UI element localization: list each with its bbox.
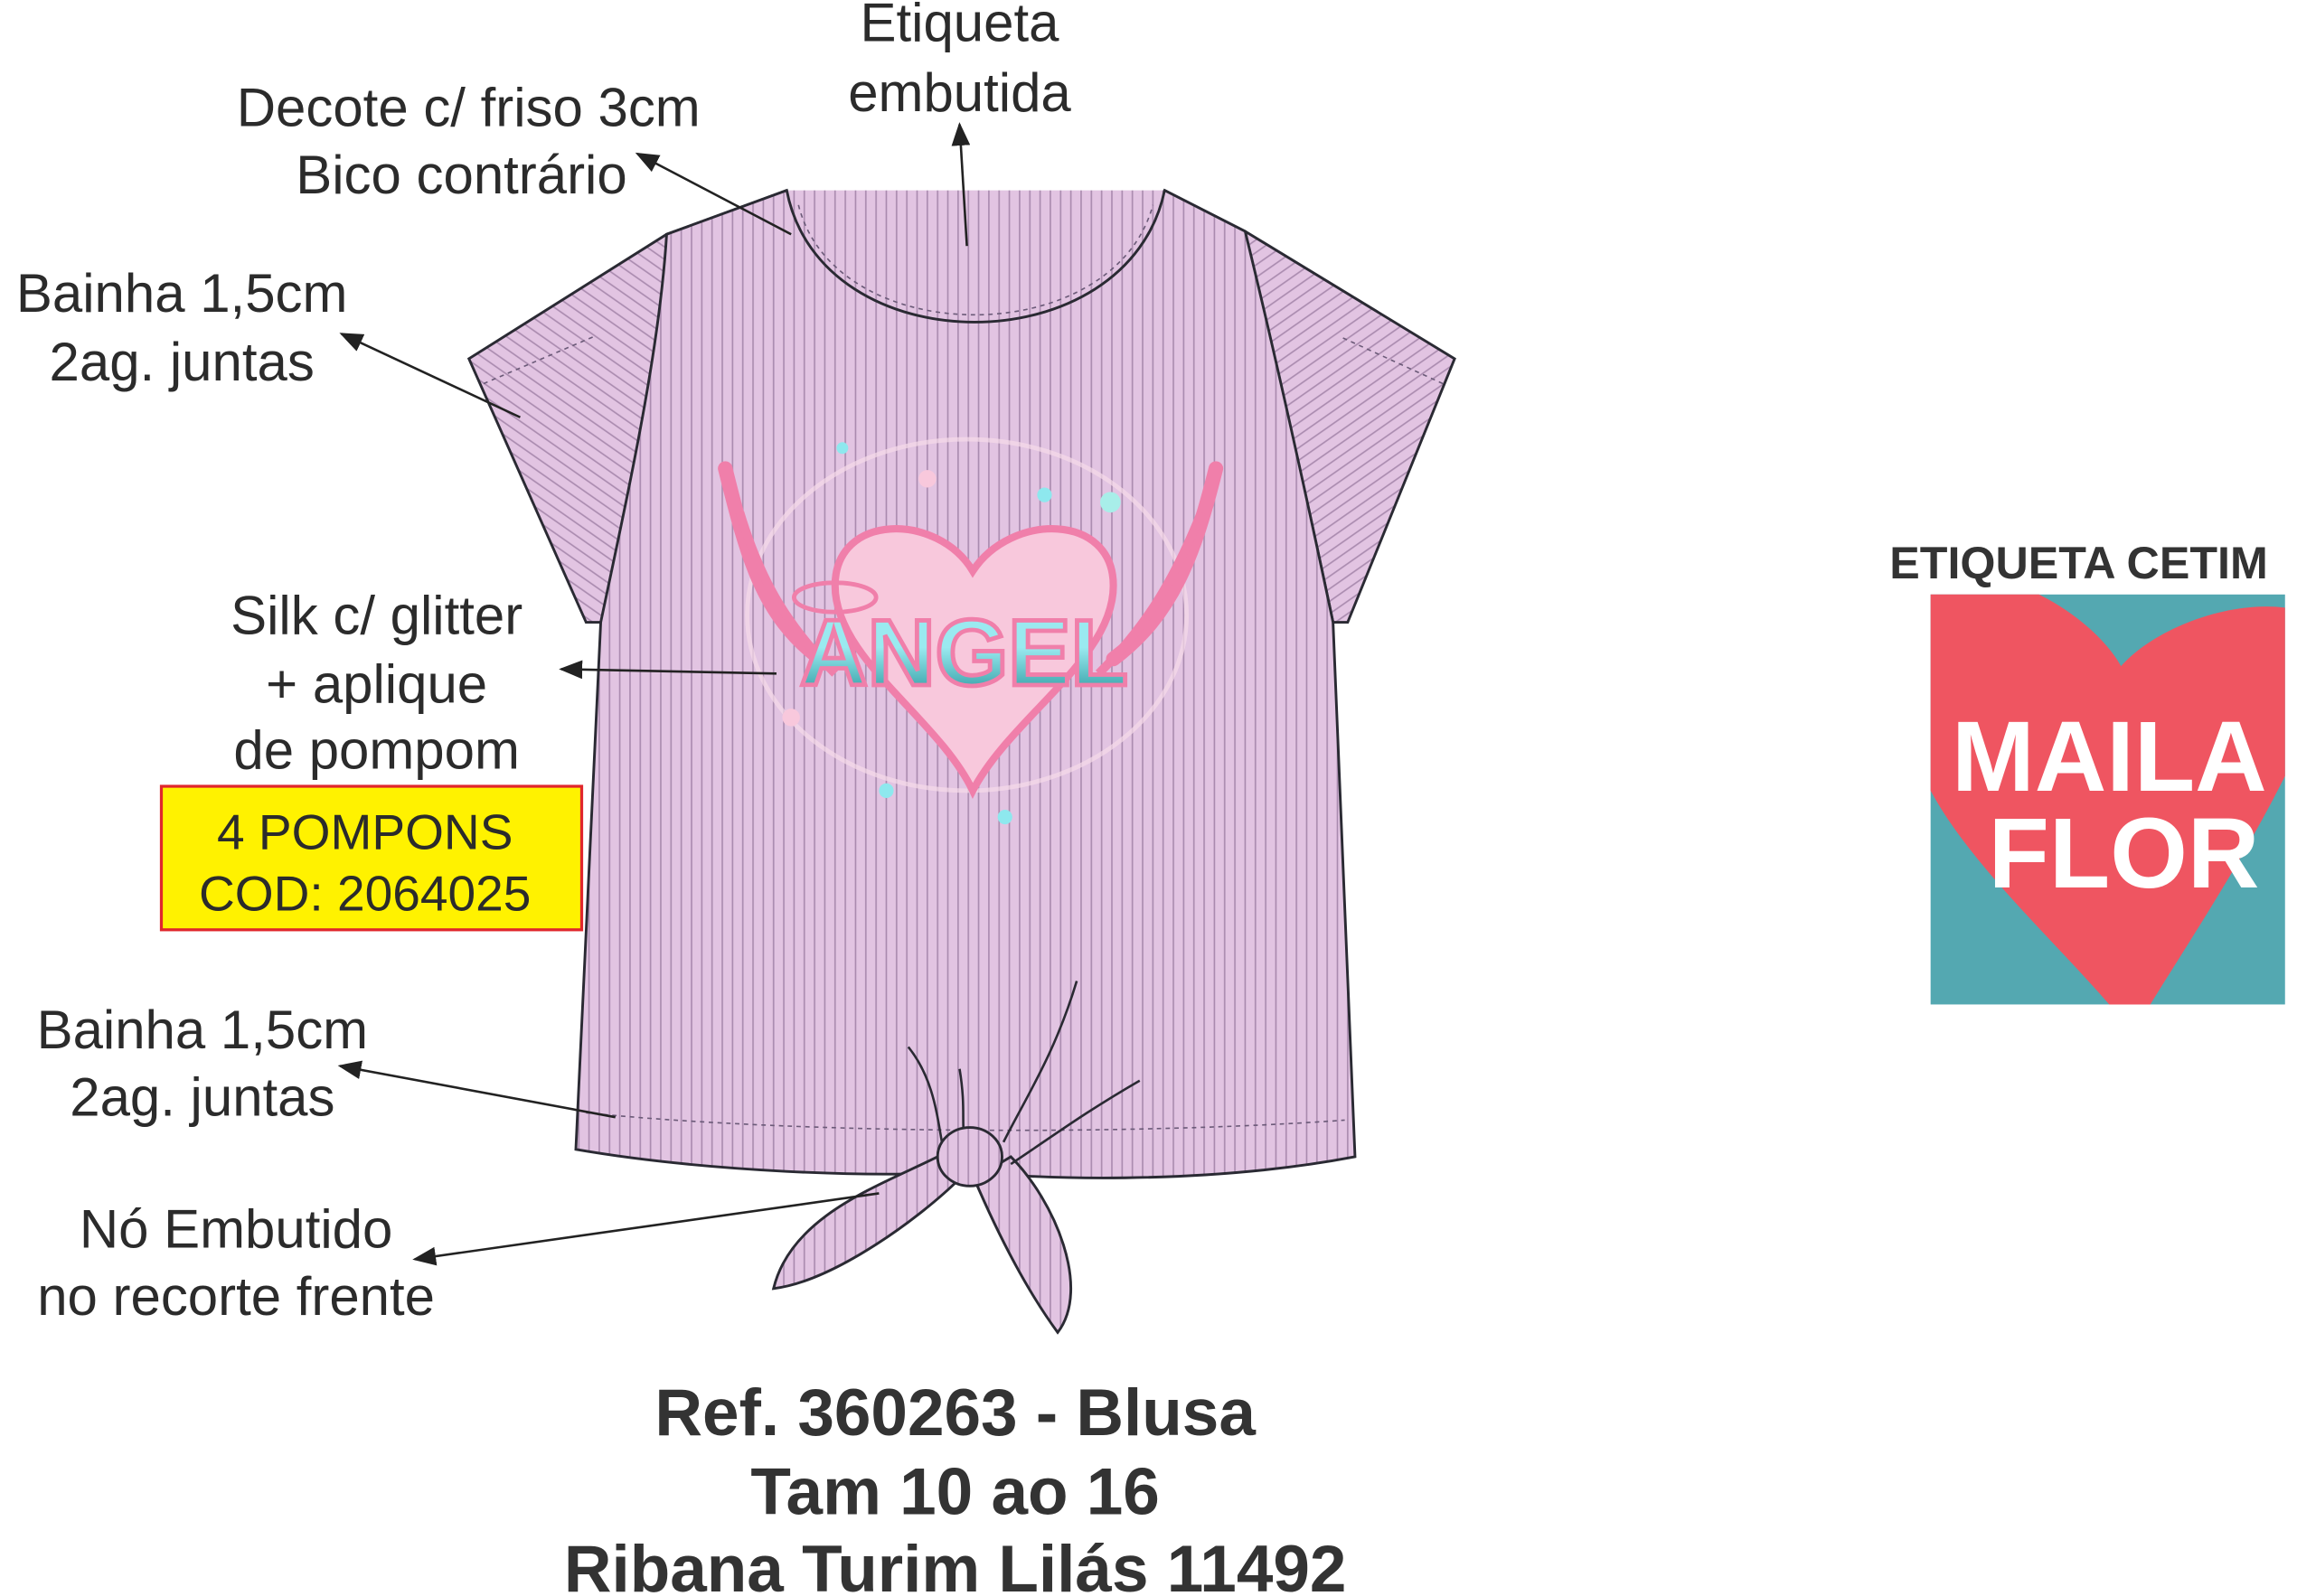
annotation-line: de pompom — [233, 720, 520, 781]
annotation-line: embutida — [848, 62, 1071, 123]
product-fabric: Ribana Turim Lilás 11492 — [564, 1533, 1347, 1596]
pompom-box: 4 POMPONS COD: 2064025 — [159, 784, 584, 932]
print-annotation: Silk c/ glitter + aplique de pompom — [231, 586, 522, 781]
satin-label: ETIQUETA CETIM MAILA FLOR — [1889, 538, 2285, 1005]
pompom-count: 4 POMPONS — [217, 804, 513, 860]
arrow-sleeve-hem — [339, 333, 521, 418]
arrow-bottom-hem — [337, 1060, 616, 1119]
annotation-line: no recorte frente — [37, 1266, 435, 1327]
pompom-code: COD: 2064025 — [199, 866, 531, 922]
front-knot — [771, 981, 1141, 1335]
angel-print-text: ANGEL — [800, 600, 1128, 705]
annotation-line: Decote c/ friso 3cm — [237, 77, 701, 137]
annotation-line: Silk c/ glitter — [231, 586, 522, 646]
product-sizes: Tam 10 ao 16 — [750, 1455, 1159, 1528]
brand-heart-icon — [1930, 594, 2285, 1005]
arrow-knot — [412, 1192, 880, 1266]
annotation-line: Bainha 1,5cm — [16, 263, 348, 324]
annotation-line: + aplique — [266, 654, 487, 715]
annotation-line: 2ag. juntas — [70, 1067, 334, 1128]
product-title: Ref. 360263 - Blusa Tam 10 ao 16 Ribana … — [564, 1376, 1347, 1596]
annotation-line: Bainha 1,5cm — [37, 1000, 369, 1060]
neckline-annotation: Decote c/ friso 3cm Bico contrário — [237, 77, 701, 205]
annotation-line: 2ag. juntas — [50, 332, 315, 392]
annotation-line: Nó Embutido — [80, 1198, 392, 1259]
product-reference: Ref. 360263 - Blusa — [654, 1376, 1256, 1450]
annotation-line: Bico contrário — [296, 145, 626, 205]
brand-logo-line: FLOR — [1989, 798, 2260, 909]
neckline-rib — [785, 190, 1166, 324]
sleeve-hem-annotation: Bainha 1,5cm 2ag. juntas — [16, 263, 348, 392]
bottom-hem-annotation: Bainha 1,5cm 2ag. juntas — [37, 1000, 369, 1128]
brand-logo-line: MAILA — [1952, 701, 2267, 812]
arrow-label-tag — [951, 122, 971, 247]
satin-label-heading: ETIQUETA CETIM — [1889, 538, 2267, 588]
garment-drawing: ANGEL — [466, 188, 1456, 1335]
angel-print: ANGEL — [718, 437, 1224, 825]
arrow-neckline — [635, 152, 792, 236]
annotation-line: Etiqueta — [861, 0, 1060, 52]
label-tag-annotation: Etiqueta embutida — [848, 0, 1071, 123]
arrow-print — [559, 660, 777, 680]
knot-annotation: Nó Embutido no recorte frente — [37, 1198, 435, 1327]
